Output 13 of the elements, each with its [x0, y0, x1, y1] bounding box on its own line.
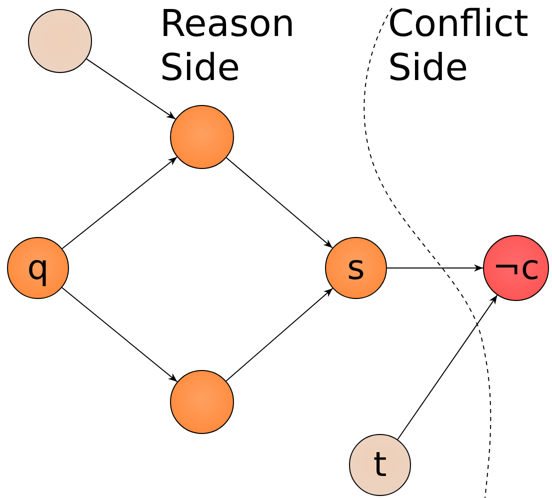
- arrow: [86, 58, 176, 120]
- arrow: [62, 287, 178, 382]
- side-label: Reason Side: [160, 2, 296, 91]
- arrow: [62, 156, 178, 250]
- arrow: [226, 157, 333, 248]
- arrow: [397, 294, 498, 440]
- arrow: [226, 288, 334, 382]
- side-label: Conflict Side: [388, 2, 530, 91]
- node-label: q: [27, 251, 49, 285]
- arrow: [386, 264, 484, 272]
- node-label: s: [347, 251, 365, 285]
- node-label: t: [373, 448, 387, 482]
- node-label: ¬c: [492, 251, 540, 285]
